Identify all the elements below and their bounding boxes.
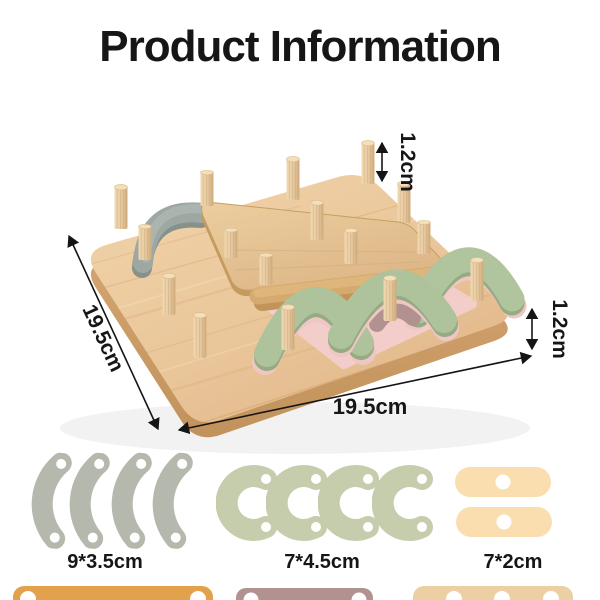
gray-arc-piece-flat bbox=[119, 457, 147, 544]
peg bbox=[193, 312, 207, 358]
partial-pieces-row bbox=[13, 586, 573, 600]
peg bbox=[200, 170, 214, 206]
peg bbox=[344, 228, 358, 264]
green-arc-piece-flat bbox=[383, 474, 428, 533]
peg bbox=[138, 224, 152, 260]
gray-arc-piece-flat bbox=[160, 457, 188, 544]
dimension-label-peg-height: 1.2cm bbox=[396, 132, 419, 192]
piece-size-label-yellow: 7*2cm bbox=[483, 551, 543, 573]
green-arc-piece-flat bbox=[227, 474, 272, 533]
hole bbox=[543, 591, 559, 600]
gray-arc-piece-flat bbox=[39, 457, 67, 544]
peg bbox=[259, 253, 273, 285]
hole bbox=[446, 591, 462, 600]
dimension-label-board-width: 19.5cm bbox=[333, 394, 408, 419]
peg bbox=[417, 220, 431, 254]
green-arc-piece-flat bbox=[329, 474, 374, 533]
yellow-bar-group bbox=[455, 467, 552, 537]
yellow-bar-piece bbox=[455, 467, 551, 497]
mauve-bar-piece bbox=[236, 588, 373, 600]
peg-with-height-arrow bbox=[361, 140, 375, 184]
yellow-bar-piece bbox=[456, 507, 552, 537]
board-width-arrow bbox=[177, 351, 533, 435]
peg bbox=[224, 228, 238, 258]
hole bbox=[20, 591, 36, 600]
green-arc-piece-flat bbox=[277, 474, 322, 533]
hole bbox=[351, 592, 367, 600]
gray-arc-piece-flat bbox=[77, 457, 105, 544]
board-depth-arrow bbox=[67, 234, 160, 431]
peg bbox=[310, 200, 324, 240]
peg bbox=[114, 184, 128, 229]
peg bbox=[162, 273, 176, 315]
hole bbox=[243, 592, 259, 600]
product-photo bbox=[60, 140, 530, 454]
peg bbox=[383, 275, 397, 321]
piece-size-label-gray: 9*3.5cm bbox=[67, 551, 143, 573]
page-title: Product Information bbox=[99, 22, 501, 71]
green-arc-group bbox=[227, 474, 428, 533]
gray-arc-group bbox=[39, 457, 188, 544]
hole bbox=[190, 591, 206, 600]
peg bbox=[281, 304, 295, 350]
dimension-label-board-thickness: 1.2cm bbox=[548, 299, 571, 359]
peg bbox=[286, 156, 300, 200]
board-shadow bbox=[60, 402, 530, 454]
peg bbox=[470, 257, 484, 301]
piece-size-label-green: 7*4.5cm bbox=[284, 551, 360, 573]
hole bbox=[494, 591, 510, 600]
orange-bar-piece bbox=[13, 586, 213, 600]
